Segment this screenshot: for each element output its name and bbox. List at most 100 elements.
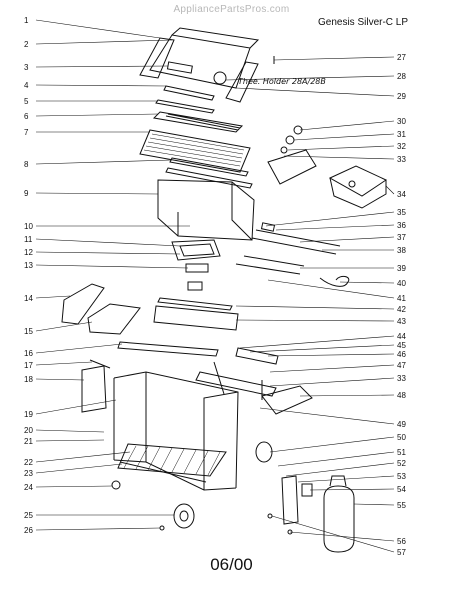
- axle-cap: [159, 525, 165, 531]
- frame-rail: [117, 341, 219, 357]
- leader-line: [35, 113, 159, 117]
- manifold: [235, 263, 301, 275]
- side-burner-lid: [328, 165, 388, 209]
- part-label-left: 10: [24, 222, 33, 231]
- rack-5: [155, 99, 215, 114]
- part-label-right: 45: [397, 341, 406, 350]
- part-label-right: 33: [397, 374, 406, 383]
- part-label-right: 43: [397, 317, 406, 326]
- leader-line: [283, 155, 395, 160]
- part-label-right: 41: [397, 294, 406, 303]
- leader-line: [271, 515, 395, 553]
- deflector-bars: [165, 157, 253, 189]
- part-label-right: 48: [397, 391, 406, 400]
- igniter-wire: [319, 275, 350, 287]
- part-label-right: 34: [397, 190, 406, 199]
- side-shelf-left: [61, 283, 105, 325]
- part-label-right: 52: [397, 459, 406, 468]
- model-title: Genesis Silver-C LP: [318, 17, 409, 28]
- part-label-left: 11: [24, 235, 33, 244]
- lid-nameplate: [166, 61, 193, 74]
- part-label-right: 49: [397, 420, 406, 429]
- control-arm: [195, 361, 277, 400]
- front-panel: [153, 305, 239, 331]
- scale-bracket: [301, 483, 313, 497]
- leader-line: [265, 211, 395, 227]
- drip-cup: [187, 281, 203, 291]
- part-label-left: 15: [24, 327, 33, 336]
- leader-line: [35, 65, 169, 68]
- part-label-left: 26: [24, 526, 33, 535]
- knob-30: [293, 125, 303, 135]
- leader-line: [35, 399, 117, 415]
- leader-line: [385, 185, 395, 195]
- cooking-grate: [139, 129, 251, 173]
- leader-line: [267, 353, 395, 357]
- knob-31: [285, 135, 295, 145]
- part-label-left: 18: [24, 375, 33, 384]
- part-label-left: 9: [24, 189, 29, 198]
- date-code: 06/00: [210, 555, 253, 574]
- igniter-box: [260, 222, 276, 232]
- part-label-left: 3: [24, 63, 29, 72]
- leader-line: [35, 439, 105, 442]
- part-label-right: 31: [397, 130, 406, 139]
- part-label-right: 39: [397, 264, 406, 273]
- bottom-shelf: [117, 443, 227, 477]
- part-label-left: 22: [24, 458, 33, 467]
- part-label-right: 33: [397, 155, 406, 164]
- part-label-right: 28: [397, 72, 406, 81]
- part-label-left: 21: [24, 437, 33, 446]
- part-label-right: 46: [397, 350, 406, 359]
- leader-line: [277, 451, 395, 467]
- part-label-left: 4: [24, 81, 29, 90]
- flavorizer-bars: [152, 111, 244, 133]
- part-label-left: 19: [24, 410, 33, 419]
- part-label-right: 47: [397, 361, 406, 370]
- part-label-right: 55: [397, 501, 406, 510]
- part-label-left: 2: [24, 40, 29, 49]
- wheel-left-hub: [179, 510, 189, 522]
- leader-line: [35, 192, 159, 195]
- leader-line: [269, 364, 395, 373]
- lid: [149, 27, 260, 89]
- cart-frame: [113, 371, 239, 491]
- knob-31b: [280, 146, 288, 154]
- part-label-right: 30: [397, 117, 406, 126]
- rail-17: [89, 359, 111, 369]
- drip-tray: [185, 263, 209, 273]
- screw-56: [287, 529, 293, 535]
- leader-line: [269, 436, 395, 453]
- part-label-right: 29: [397, 92, 406, 101]
- thermometer: [213, 71, 227, 85]
- burner-tubes: [243, 229, 341, 267]
- leader-line: [275, 224, 395, 231]
- part-label-left: 14: [24, 294, 33, 303]
- wheel-left: [173, 503, 195, 529]
- leader-line: [299, 394, 395, 397]
- part-label-left: 12: [24, 248, 33, 257]
- leader-line: [285, 462, 395, 477]
- handle-left: [139, 37, 175, 79]
- leader-line: [35, 378, 85, 381]
- part-label-right: 27: [397, 53, 406, 62]
- part-label-left: 5: [24, 97, 29, 106]
- warming-rack: [163, 85, 215, 101]
- leader-line: [273, 56, 395, 61]
- part-label-left: 8: [24, 160, 29, 169]
- leader-line: [297, 475, 395, 483]
- leader-line: [267, 279, 395, 299]
- part-label-right: 44: [397, 332, 406, 341]
- part-label-right: 38: [397, 246, 406, 255]
- part-label-left: 16: [24, 349, 33, 358]
- leader-line: [235, 305, 395, 310]
- leader-line: [35, 429, 105, 433]
- part-label-left: 13: [24, 261, 33, 270]
- control-frame: [235, 347, 279, 365]
- side-shelf-right: [87, 303, 141, 335]
- handwritten-note: Thee. Holder 28A/28B: [238, 77, 326, 86]
- leader-line: [299, 120, 395, 131]
- leader-line: [35, 527, 161, 531]
- leader-line: [309, 488, 395, 491]
